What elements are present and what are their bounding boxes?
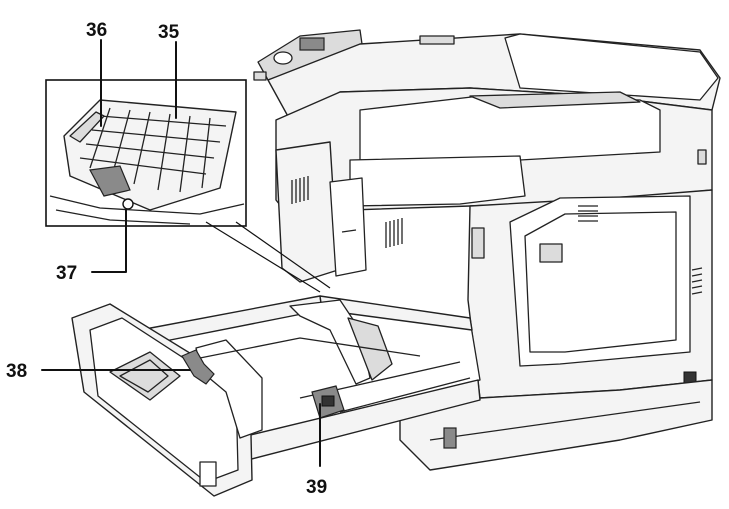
inset-grid <box>79 107 227 193</box>
size-window <box>199 461 217 487</box>
callout-37: 37 <box>56 263 77 284</box>
panel-side-button <box>253 71 267 81</box>
front-panel-face <box>89 317 239 483</box>
length-guide-grip <box>321 395 335 407</box>
cassette-handle <box>443 427 457 449</box>
callout-36: 36 <box>86 20 107 41</box>
callout-38: 38 <box>6 361 27 382</box>
lift-plate <box>189 337 421 361</box>
inset-leader <box>205 221 321 293</box>
width-guide-lever <box>181 349 215 385</box>
side-door <box>509 195 691 367</box>
vent-right <box>385 218 403 248</box>
cassette-rail-2 <box>339 377 471 413</box>
inset-leader-2 <box>235 221 331 289</box>
vent-left <box>291 176 309 204</box>
top-cover-lid <box>504 33 719 101</box>
lower-cassette-body <box>399 379 713 471</box>
inset-detail <box>45 79 247 227</box>
front-grip <box>109 351 181 401</box>
printer-illustration <box>253 29 721 471</box>
side-vent <box>578 205 598 222</box>
door-latch <box>539 243 563 263</box>
callout-39: 39 <box>306 477 327 498</box>
column-slot <box>341 229 357 233</box>
top-handle <box>419 35 455 45</box>
inner-finisher <box>349 155 526 207</box>
inset-lever <box>89 165 131 197</box>
rear-vent <box>691 267 703 295</box>
inset-base <box>49 195 245 215</box>
inset-base-2 <box>55 209 191 225</box>
panel-dial <box>273 51 293 65</box>
inset-knob <box>122 198 134 210</box>
output-tray-top <box>469 91 641 109</box>
side-door-inner <box>524 211 677 353</box>
paper-cassette <box>71 295 481 497</box>
front-grip-hole <box>119 359 169 393</box>
column-panel <box>329 177 367 277</box>
panel-display <box>299 37 325 51</box>
door-handle <box>471 227 485 259</box>
callout-35: 35 <box>158 22 180 43</box>
front-column <box>275 141 339 283</box>
side-indicator <box>697 149 707 165</box>
callout-line-37 <box>91 209 127 273</box>
cassette-line <box>429 401 701 441</box>
inset-frame-edge <box>69 111 105 143</box>
